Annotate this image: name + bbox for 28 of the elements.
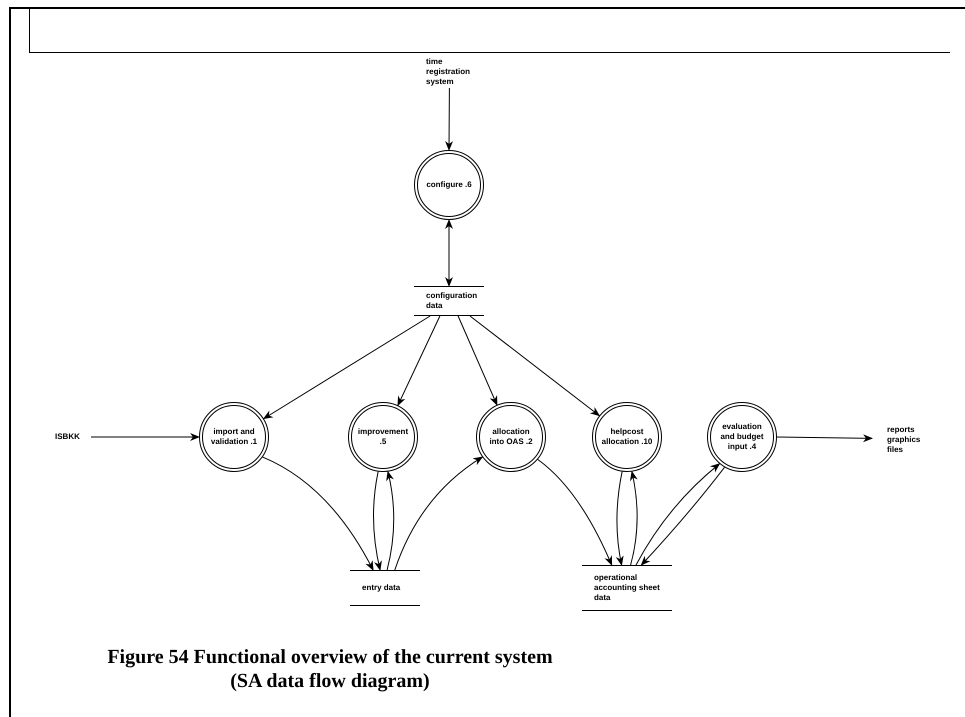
data-store: configuration data — [414, 286, 484, 316]
flow-arrow — [386, 470, 394, 570]
external-entity: time registration system — [426, 56, 478, 88]
flow-arrow — [373, 471, 382, 571]
flow-arrow — [394, 456, 484, 570]
flow-arrow — [630, 470, 638, 566]
process-circle: evaluation and budget input .4 — [707, 402, 777, 472]
data-store: entry data — [350, 570, 420, 606]
flow-arrow — [445, 219, 453, 287]
flow-arrow — [537, 459, 612, 566]
flow-arrow — [470, 316, 600, 416]
flow-arrow — [90, 433, 200, 441]
process-circle: helpcost allocation .10 — [592, 402, 662, 472]
external-entity: ISBKK — [55, 431, 91, 443]
flow-arrow — [445, 88, 454, 151]
flow-arrow — [397, 316, 440, 406]
flow-arrow — [616, 471, 624, 566]
data-store: operational accounting sheet data — [582, 565, 672, 611]
process-circle: allocation into OAS .2 — [476, 402, 546, 472]
figure-caption: Figure 54 Functional overview of the current system (SA data flow diagram) — [106, 645, 554, 693]
process-circle: configure .6 — [414, 150, 484, 220]
process-circle: import and validation .1 — [199, 402, 269, 472]
flow-arrow — [262, 316, 431, 420]
flow-arrow — [458, 316, 498, 406]
process-circle: improvement .5 — [348, 402, 418, 472]
flow-arrow — [776, 434, 873, 442]
external-entity: reports graphics files — [887, 424, 937, 456]
flow-arrow — [262, 456, 374, 571]
